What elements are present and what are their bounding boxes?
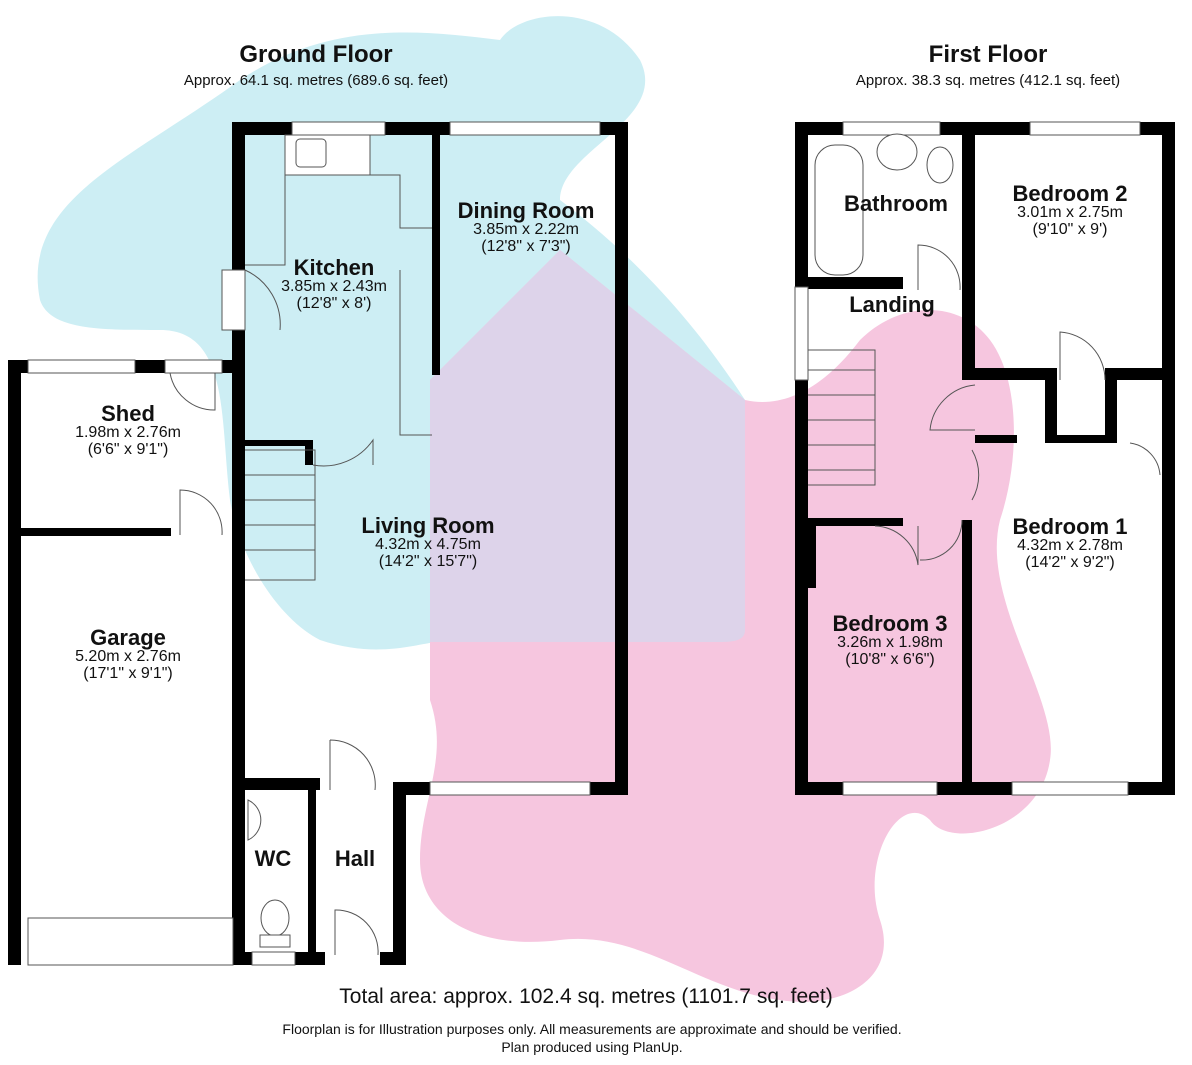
room-metric: 5.20m x 2.76m: [75, 648, 181, 666]
room-label-garage: Garage 5.20m x 2.76m (17'1" x 9'1"): [75, 626, 181, 683]
ground-floor-area: Approx. 64.1 sq. metres (689.6 sq. feet): [183, 72, 449, 89]
room-label-kitchen: Kitchen 3.85m x 2.43m (12'8" x 8'): [281, 256, 387, 313]
room-imperial: (9'10" x 9'): [1032, 220, 1108, 238]
toilet: [926, 146, 954, 184]
total-area: Total area: approx. 102.4 sq. metres (11…: [339, 985, 833, 1008]
room-name: Bathroom: [844, 191, 948, 216]
room-name: Bedroom 1: [1012, 514, 1128, 539]
disclaimer: Floorplan is for Illustration purposes o…: [282, 1021, 902, 1037]
room-metric: 3.26m x 1.98m: [837, 634, 943, 652]
credit: Plan produced using PlanUp.: [501, 1039, 683, 1055]
basin: [876, 133, 918, 171]
ground-floor-title: Ground Floor: [239, 41, 393, 68]
room-name: Kitchen: [293, 255, 375, 280]
room-imperial: (10'8" x 6'6"): [845, 650, 935, 668]
room-metric: 4.32m x 2.78m: [1017, 537, 1123, 555]
window: [291, 121, 386, 136]
room-imperial: (6'6" x 9'1"): [87, 440, 169, 458]
room-label-bedroom1: Bedroom 1 4.32m x 2.78m (14'2" x 9'2"): [1013, 515, 1128, 572]
room-name: Hall: [334, 846, 376, 871]
room-label-bedroom2: Bedroom 2 3.01m x 2.75m (9'10" x 9'): [1013, 182, 1128, 239]
first-floor-title: First Floor: [928, 41, 1048, 68]
room-imperial: (12'8" x 7'3"): [481, 237, 571, 255]
room-name: Living Room: [361, 513, 495, 538]
room-name: Bedroom 3: [832, 611, 948, 636]
window: [251, 951, 296, 966]
background-logo-watermark: [37, 16, 1051, 1002]
room-label-dining: Dining Room 3.85m x 2.22m (12'8" x 7'3"): [456, 199, 596, 256]
room-name: Garage: [90, 625, 166, 650]
bath: [814, 144, 864, 276]
garage-door: [27, 917, 234, 966]
room-name: Landing: [849, 292, 935, 317]
room-label-hall: Hall: [335, 847, 375, 870]
room-label-landing: Landing: [849, 293, 935, 316]
first-floor-walls: [795, 122, 1175, 795]
window: [449, 121, 601, 136]
window: [27, 359, 136, 374]
ground-floor-walls: [8, 122, 628, 965]
room-label-shed: Shed 1.98m x 2.76m (6'6" x 9'1"): [75, 402, 181, 459]
room-label-bedroom3: Bedroom 3 3.26m x 1.98m (10'8" x 6'6"): [833, 612, 948, 669]
ground-floor-fixtures: [27, 121, 601, 966]
room-label-wc: WC: [255, 847, 292, 870]
room-imperial: (14'2" x 15'7"): [378, 552, 478, 570]
room-name: Shed: [101, 401, 155, 426]
room-metric: 1.98m x 2.76m: [75, 424, 181, 442]
room-metric: 3.01m x 2.75m: [1017, 204, 1123, 222]
room-imperial: (14'2" x 9'2"): [1025, 553, 1115, 571]
room-metric: 3.85m x 2.22m: [473, 221, 579, 239]
room-name: WC: [254, 846, 292, 871]
window: [429, 781, 591, 796]
room-name: Dining Room: [457, 198, 595, 223]
room-metric: 4.32m x 4.75m: [375, 536, 481, 554]
room-imperial: (12'8" x 8'): [296, 294, 372, 312]
first-floor-fixtures: [794, 121, 1161, 796]
room-imperial: (17'1" x 9'1"): [83, 664, 173, 682]
first-floor-area: Approx. 38.3 sq. metres (412.1 sq. feet): [855, 72, 1121, 89]
room-label-bathroom: Bathroom: [844, 192, 948, 215]
room-metric: 3.85m x 2.43m: [281, 278, 387, 296]
purple-overlap: [430, 250, 745, 642]
room-name: Bedroom 2: [1012, 181, 1128, 206]
room-label-living: Living Room 4.32m x 4.75m (14'2" x 15'7"…: [358, 514, 498, 571]
